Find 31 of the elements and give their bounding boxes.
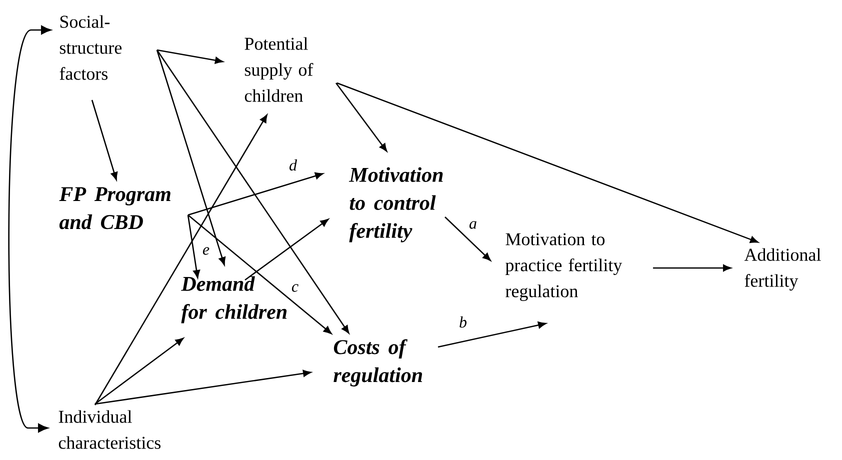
edge-label: b (458, 315, 468, 329)
edge-label: c (290, 283, 300, 293)
arrow (91, 100, 118, 180)
arrow (188, 214, 332, 334)
factor-label: Potential supply of children (244, 37, 314, 102)
curved-arrow (8, 26, 52, 432)
arrow (156, 50, 350, 334)
edge-label: a (468, 220, 478, 230)
arrow (335, 82, 388, 152)
arrow (444, 216, 491, 261)
edge-label: e (201, 246, 211, 256)
factor-label: Additional fertility (744, 248, 821, 291)
arrow (188, 172, 324, 216)
arrow (156, 50, 226, 266)
factor-label: Motivation to practice fertility regulation (506, 233, 622, 301)
factor-label: Motivation to control fertility (348, 167, 443, 242)
arrow (94, 370, 312, 405)
arrow (94, 338, 184, 405)
factor-label: Costs of regulation (334, 339, 422, 386)
arrow (156, 49, 224, 64)
arrow (94, 114, 268, 406)
arrow (336, 82, 758, 243)
arrow (187, 214, 200, 278)
arrow (244, 218, 329, 281)
arrow (653, 264, 732, 272)
arrow (438, 322, 546, 348)
factor-label: FP Program and CBD (59, 187, 170, 230)
factor-label: Individual characteristics (58, 410, 160, 449)
factor-label: Demand for children (181, 276, 287, 324)
edge-label: d (288, 158, 298, 172)
factor-label: Social-structure factors (60, 15, 122, 80)
